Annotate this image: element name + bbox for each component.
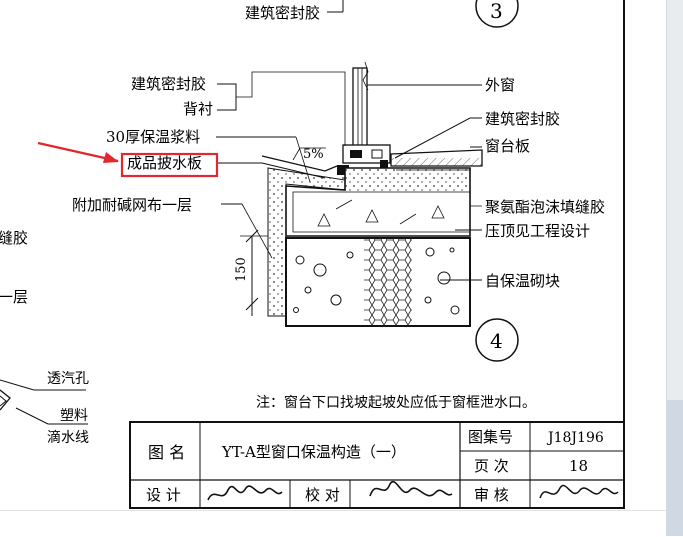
label-outer-window: 外窗 <box>485 76 515 94</box>
label-vent-hole: 透汽孔 <box>47 371 89 387</box>
label-drip-board: 成品披水板 <box>127 154 202 172</box>
title-block-drawing-name: YT-A型窗口保温构造（一） <box>221 443 406 461</box>
designer-signature <box>207 485 283 501</box>
edge-fragment-1: 缝胶 <box>0 229 28 247</box>
label-block: 自保温砌块 <box>485 272 560 290</box>
title-block-review-label: 审 核 <box>474 486 509 504</box>
viewer-scrollbar[interactable] <box>666 0 683 536</box>
label-backing: 背衬 <box>183 100 213 118</box>
detail-marker-3 <box>475 0 519 28</box>
note-text: 注：窗台下口找坡起坡处应低于窗框泄水口。 <box>256 394 536 411</box>
title-block-page: 18 <box>569 457 588 475</box>
title-block <box>129 421 625 509</box>
title-block-atlas-label: 图集号 <box>468 428 513 446</box>
viewer-gap <box>630 0 666 536</box>
label-right-sealant: 建筑密封胶 <box>485 110 560 128</box>
detail-drawing: 建筑密封胶 3 5% 150 建筑密封胶 背 <box>0 0 625 509</box>
label-sill-board: 窗台板 <box>485 137 530 155</box>
checker-signature <box>369 480 453 497</box>
edge-fragment-2: 一层 <box>0 288 28 306</box>
detail-marker-4 <box>475 318 519 362</box>
slope-label: 5% <box>303 147 324 162</box>
label-mesh: 附加耐碱网布一层 <box>72 196 192 214</box>
label-lintel: 压顶见工程设计 <box>485 222 590 240</box>
label-drip-line: 滴水线 <box>47 429 89 446</box>
title-block-name-label: 图 名 <box>148 443 185 462</box>
title-block-page-label: 页 次 <box>474 457 509 475</box>
label-pu-foam: 聚氨酯泡沫填缝胶 <box>485 198 605 216</box>
label-left-sealant: 建筑密封胶 <box>131 75 206 93</box>
title-block-atlas-no: J18J196 <box>546 430 604 446</box>
reviewer-signature <box>539 484 619 499</box>
detail-marker-3-label: 3 <box>490 0 503 23</box>
label-plastic: 塑料 <box>60 408 88 424</box>
top-sealant-label: 建筑密封胶 <box>245 4 320 22</box>
drip-detail <box>0 389 11 411</box>
label-mortar: 30厚保温浆料 <box>106 128 200 146</box>
detail-marker-4-label: 4 <box>490 329 503 353</box>
title-block-check-label: 校 对 <box>305 486 340 504</box>
scrollbar-thumb[interactable] <box>667 400 683 536</box>
highlight-box <box>120 152 219 178</box>
dimension-150: 150 <box>234 257 249 282</box>
viewer-bottom-margin <box>0 510 666 537</box>
title-block-design-label: 设 计 <box>146 486 181 504</box>
